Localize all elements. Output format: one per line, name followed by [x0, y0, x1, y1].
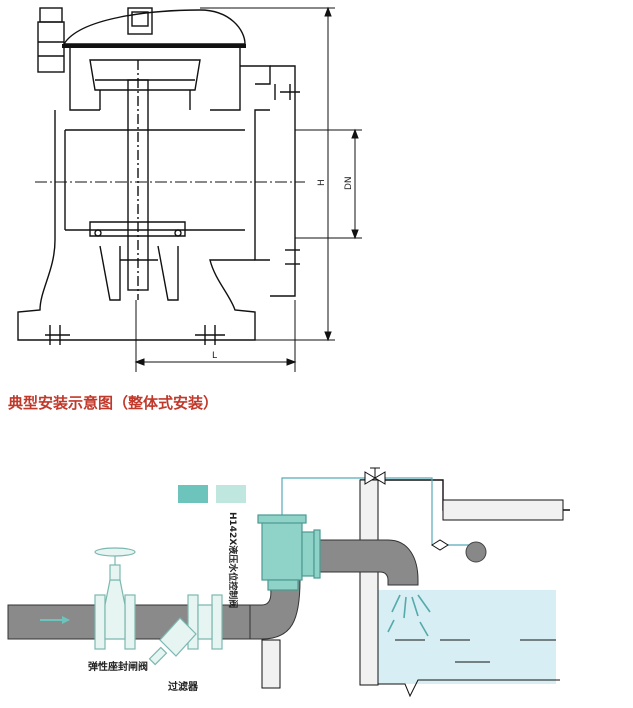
- height-dimension-label: H: [317, 179, 327, 186]
- section-title: 典型安装示意图（整体式安装）: [8, 394, 218, 412]
- swatch-light: [216, 485, 246, 503]
- y-filter: [148, 594, 223, 666]
- wall-section: [261, 639, 281, 689]
- float-ball: [465, 541, 487, 563]
- control-valve: [257, 514, 321, 591]
- diameter-dimension-label: DN: [344, 176, 354, 190]
- water-tank: [359, 479, 570, 698]
- gate-valve-label: 弹性座封闸阀: [88, 660, 148, 673]
- gate-valve: [94, 547, 136, 650]
- float-control-line: [281, 477, 470, 546]
- dimension-lines: [134, 6, 362, 372]
- filter-label: 过滤器: [168, 680, 199, 693]
- water-spray: [387, 594, 431, 637]
- control-valve-label: H142X液压水位控制阀: [227, 512, 239, 608]
- length-dimension-label: L: [212, 351, 217, 361]
- pipeline: [7, 539, 419, 640]
- needle-valve-icon: [364, 467, 386, 485]
- float-pilot: [431, 539, 449, 551]
- swatch-dark: [178, 485, 208, 503]
- valve-section-drawing: [17, 7, 305, 345]
